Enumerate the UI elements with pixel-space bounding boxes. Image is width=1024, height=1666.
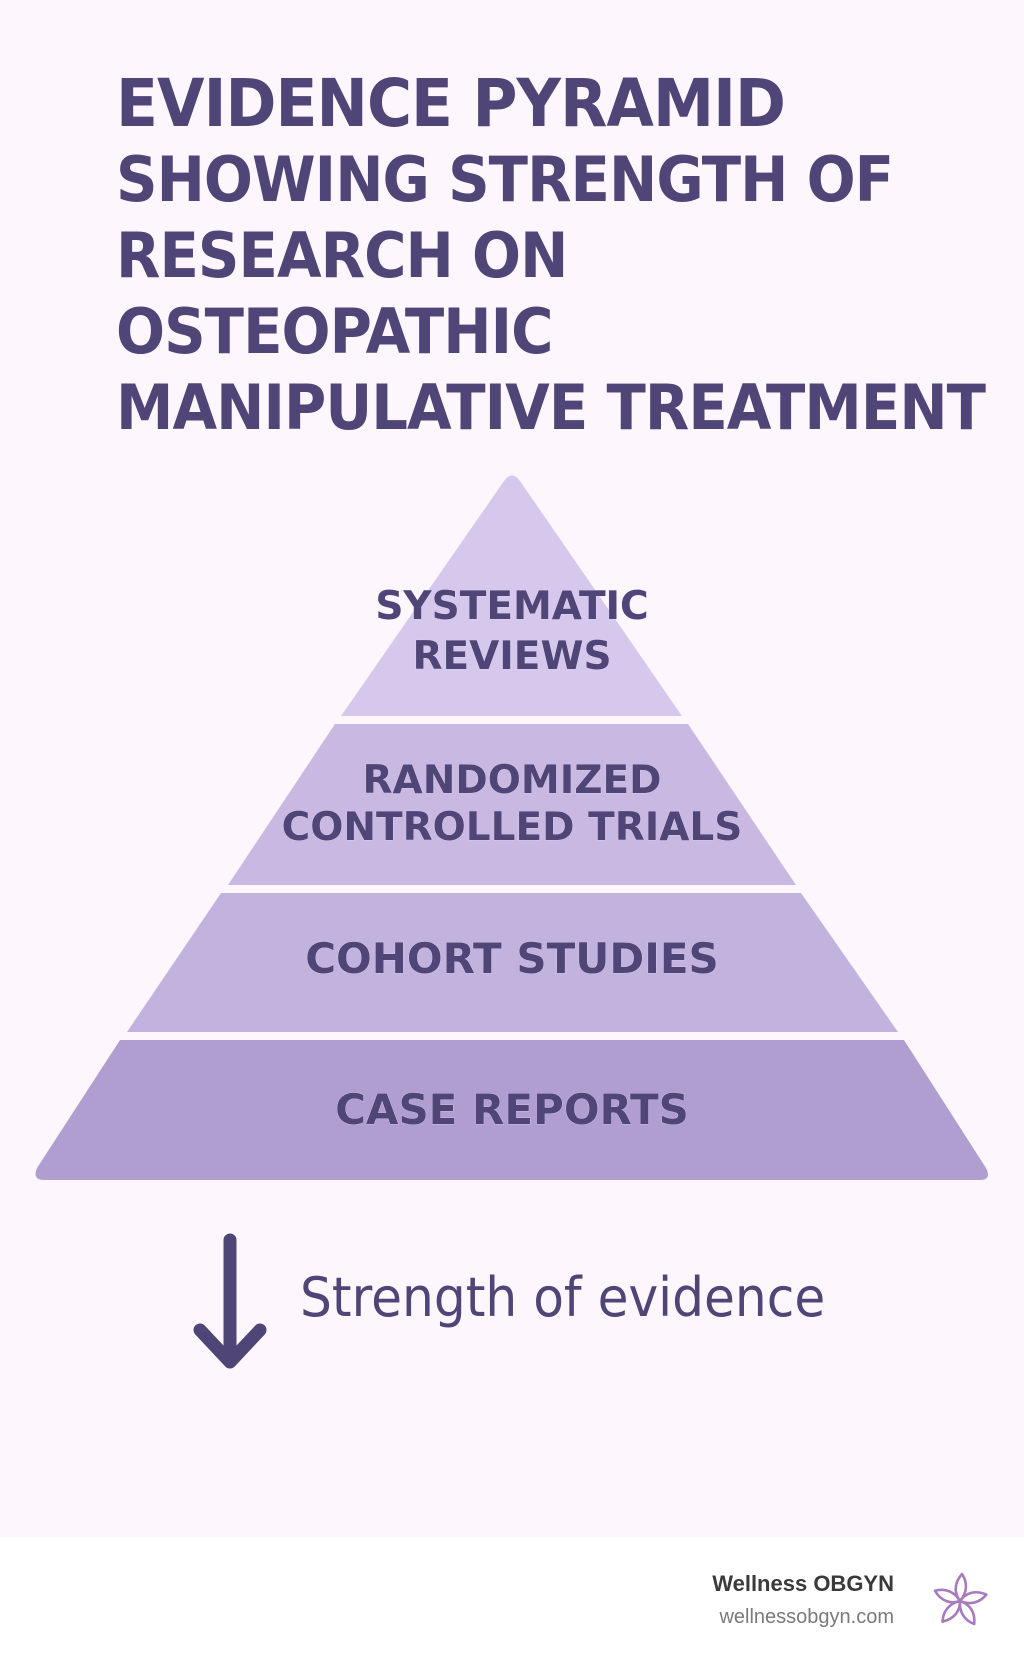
pyramid-tier-cohort-studies: COHORT STUDIES — [127, 893, 898, 1032]
tier-label: REVIEWS — [412, 634, 611, 679]
tier-shape — [35, 1040, 988, 1180]
tier-label: RANDOMIZED — [363, 758, 662, 803]
brand-url[interactable]: wellnessobgyn.com — [719, 1606, 894, 1628]
title-line: EVIDENCE PYRAMID — [116, 65, 786, 142]
brand-name: Wellness OBGYN — [712, 1571, 894, 1596]
tier-shape — [127, 893, 898, 1032]
legend-label: Strength of evidence — [300, 1265, 826, 1329]
tier-label: COHORT STUDIES — [305, 934, 719, 983]
tier-label: CONTROLLED TRIALS — [282, 805, 743, 850]
title-line: SHOWING STRENGTH OF — [116, 143, 894, 216]
tier-label: SYSTEMATIC — [375, 584, 648, 629]
pyramid-tier-randomized-controlled-trials: RANDOMIZED CONTROLLED TRIALS — [228, 724, 796, 885]
pyramid-tier-case-reports: CASE REPORTS — [35, 1040, 988, 1180]
pyramid-tier-systematic-reviews: SYSTEMATIC REVIEWS — [341, 475, 682, 716]
flower-icon — [933, 1572, 988, 1626]
title-line: RESEARCH ON — [116, 219, 568, 292]
infographic-canvas: EVIDENCE PYRAMID SHOWING STRENGTH OF RES… — [35, 65, 988, 1372]
footer: Wellness OBGYN wellnessobgyn.com — [0, 1537, 1024, 1666]
evidence-pyramid: SYSTEMATIC REVIEWS RANDOMIZED CONTROLLED… — [35, 475, 988, 1180]
arrow-down-icon — [193, 1233, 267, 1369]
brand: Wellness OBGYN wellnessobgyn.com — [712, 1571, 894, 1629]
tier-label: CASE REPORTS — [335, 1085, 689, 1134]
tier-shape — [341, 475, 682, 716]
tier-shape — [228, 724, 796, 885]
page-title: EVIDENCE PYRAMID SHOWING STRENGTH OF RES… — [116, 65, 986, 446]
title-line: MANIPULATIVE TREATMENT — [116, 371, 986, 444]
strength-legend: Strength of evidence — [190, 1232, 865, 1372]
title-line: OSTEOPATHIC — [116, 295, 553, 368]
